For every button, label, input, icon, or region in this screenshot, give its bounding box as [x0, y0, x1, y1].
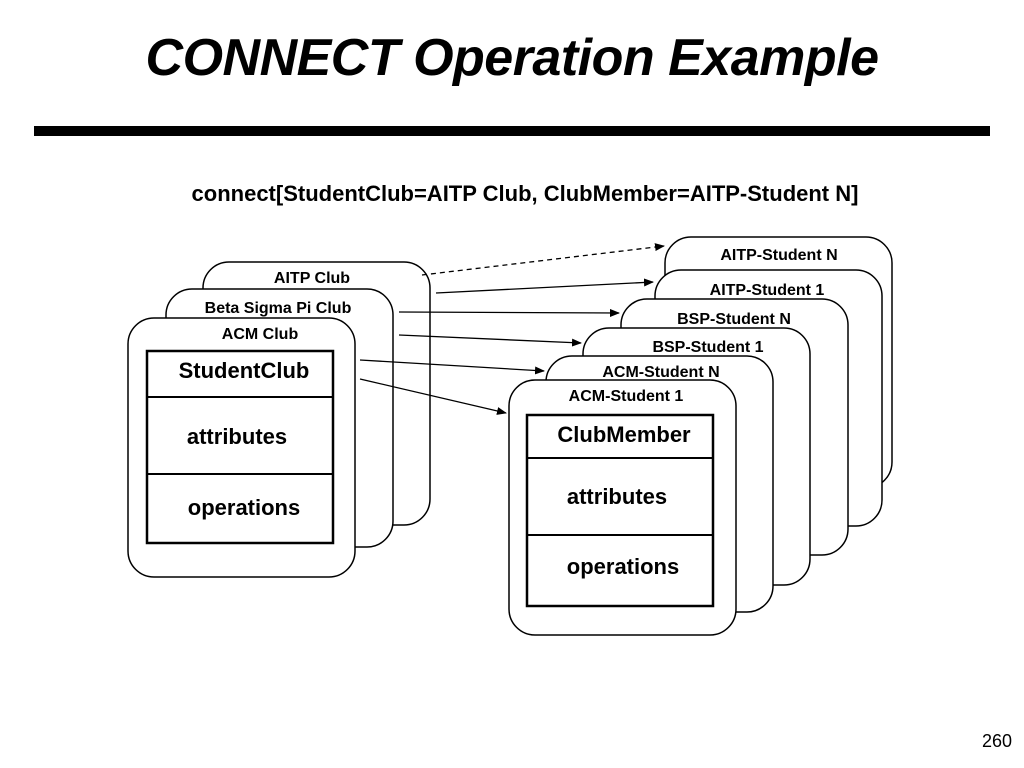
club-member-class-box: ClubMember attributes operations — [525, 413, 715, 608]
member-card-label-bsp-n: BSP-Student N — [677, 311, 791, 328]
link-arrow-bsp-n — [398, 308, 620, 317]
title-divider — [34, 126, 990, 136]
student-club-operations: operations — [188, 495, 300, 520]
member-card-label-bsp-1: BSP-Student 1 — [652, 339, 763, 356]
member-card-label-acm-n: ACM-Student N — [602, 364, 719, 381]
student-club-stack: AITP Club Beta Sigma Pi Club ACM Club St… — [127, 261, 431, 578]
club-card-label-acm: ACM Club — [222, 326, 299, 343]
student-club-class-box: StudentClub attributes operations — [145, 349, 335, 545]
link-arrow-acm-n — [359, 359, 545, 375]
club-member-stack: AITP-Student N AITP-Student 1 BSP-Studen… — [508, 236, 893, 636]
member-card-label-aitp-1: AITP-Student 1 — [710, 282, 825, 299]
slide-title: CONNECT Operation Example — [145, 29, 879, 87]
new-link-arrow-dashed — [421, 243, 665, 276]
link-arrow-bsp-1 — [398, 334, 582, 347]
club-member-operations: operations — [567, 554, 679, 579]
member-card-label-aitp-n: AITP-Student N — [720, 247, 837, 264]
student-club-class-name: StudentClub — [179, 358, 310, 383]
club-card-label-bsp: Beta Sigma Pi Club — [205, 300, 352, 317]
link-arrow-aitp — [435, 278, 654, 294]
club-member-class-name: ClubMember — [557, 422, 691, 447]
link-arrow-acm-1 — [359, 378, 507, 415]
member-card-label-acm-1: ACM-Student 1 — [569, 388, 684, 405]
link-arrows — [359, 243, 665, 415]
connect-expression: connect[StudentClub=AITP Club, ClubMembe… — [191, 181, 859, 206]
page-number: 260 — [981, 731, 1012, 751]
club-card-label-aitp: AITP Club — [274, 270, 350, 287]
student-club-attributes: attributes — [187, 424, 287, 449]
club-member-attributes: attributes — [567, 484, 667, 509]
